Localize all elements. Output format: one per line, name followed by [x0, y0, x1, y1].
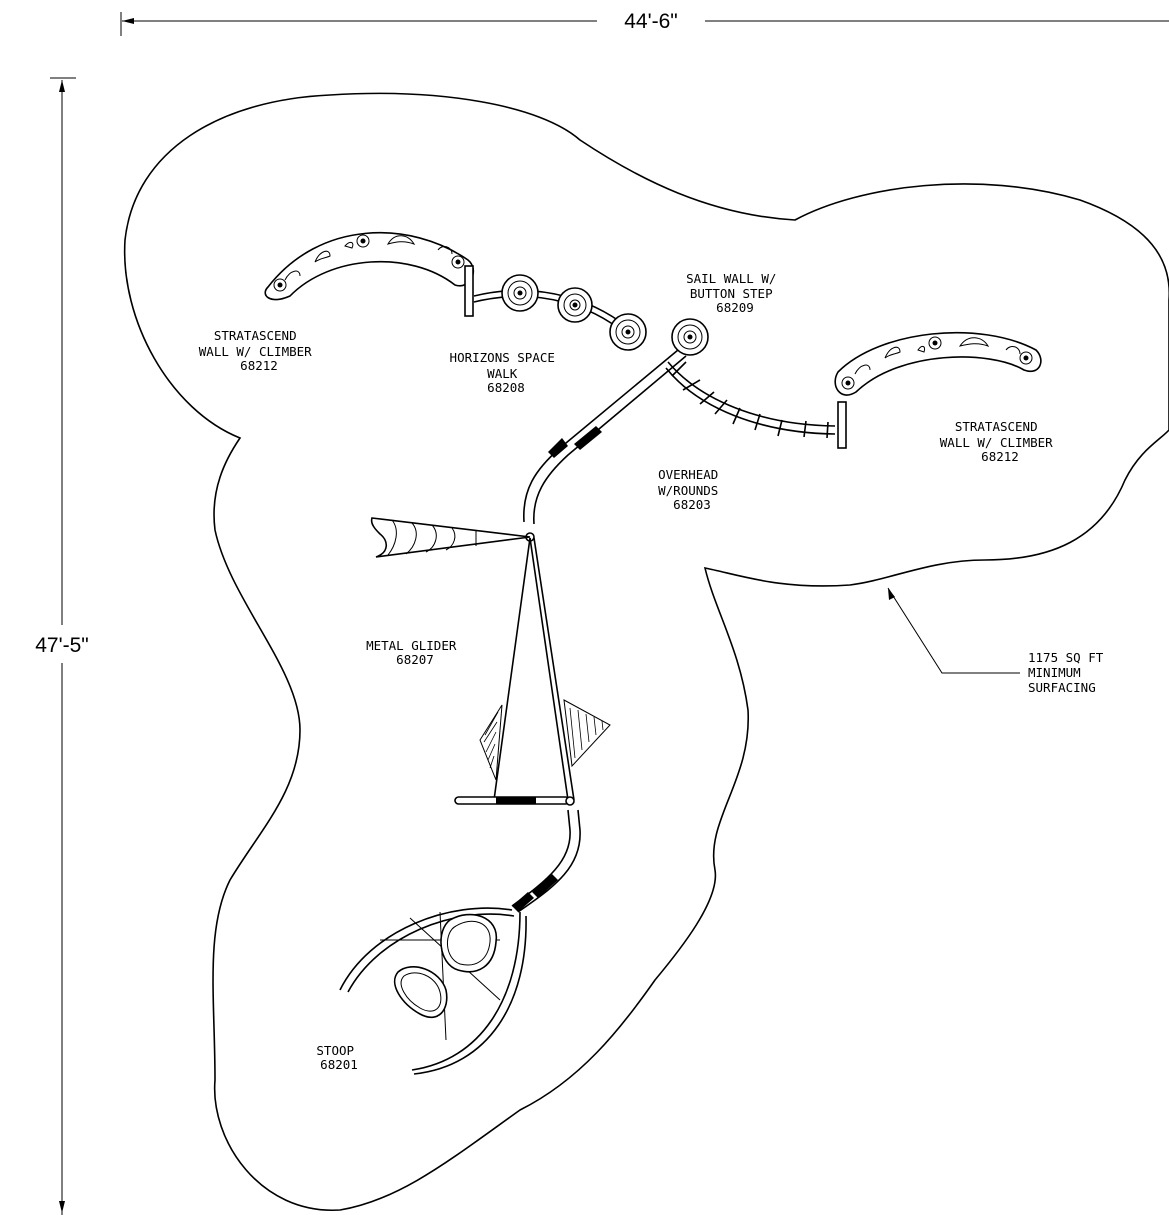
climber-hold	[958, 337, 990, 348]
label-stoop: STOOP 68201	[316, 1043, 361, 1072]
metal-glider	[370, 517, 611, 806]
horizons-space-walk	[473, 274, 647, 351]
label-surfacing: 1175 SQ FT MINIMUM SURFACING	[1028, 650, 1111, 695]
width-dimension: 44'-6"	[120, 10, 1169, 36]
climber-hold	[1019, 351, 1033, 365]
height-dimension: 47'-5"	[35, 77, 89, 1215]
climber-hold	[854, 364, 871, 375]
climber-hold	[451, 255, 465, 269]
climber-hold	[386, 235, 416, 246]
surfacing-boundary	[123, 92, 1169, 1211]
label-horizons-space-walk: HORIZONS SPACE WALK 68208	[450, 350, 563, 395]
wall-post	[464, 265, 474, 317]
climber-hold	[917, 345, 925, 353]
connecting-beam-upper	[523, 349, 687, 542]
climber-hold	[437, 246, 453, 255]
overhead-rounds	[665, 361, 847, 449]
label-overhead-rounds: OVERHEAD W/ROUNDS 68203	[658, 467, 726, 512]
beam-clamp	[548, 438, 568, 458]
stratascend-wall-right	[834, 331, 1042, 396]
climber-hold	[273, 278, 287, 292]
climber-hold	[928, 336, 942, 350]
stoop-seat	[393, 966, 448, 1019]
climber-hold	[1005, 346, 1021, 355]
width-dimension-label: 44'-6"	[624, 10, 678, 33]
stratascend-wall-left	[264, 231, 474, 317]
label-stratascend-right: STRATASCEND WALL W/ CLIMBER 68212	[940, 419, 1060, 464]
climber-hold	[884, 346, 901, 359]
beam-clamp	[532, 874, 558, 898]
connecting-beam-lower	[511, 809, 581, 913]
label-metal-glider: METAL GLIDER 68207	[366, 638, 464, 667]
stepping-pod	[557, 287, 593, 323]
beam-clamp	[512, 892, 534, 912]
stepping-pod	[501, 274, 539, 312]
height-dimension-label: 47'-5"	[35, 634, 89, 657]
stoop	[339, 907, 527, 1075]
label-stratascend-left: STRATASCEND WALL W/ CLIMBER 68212	[199, 328, 319, 373]
label-sail-wall: SAIL WALL W/ BUTTON STEP 68209	[686, 271, 784, 315]
stoop-seat	[440, 913, 497, 973]
climber-hold	[284, 270, 301, 281]
stepping-pod	[609, 313, 647, 351]
climber-hold	[356, 234, 370, 248]
sail-wall-button-step	[671, 318, 709, 356]
climber-hold	[841, 376, 855, 390]
glider-seat	[563, 699, 611, 768]
climber-hold	[314, 250, 331, 263]
beam-clamp	[574, 426, 602, 450]
surfacing-callout-leader	[887, 587, 1020, 674]
climber-hold	[344, 241, 354, 249]
overhead-post	[837, 401, 847, 449]
